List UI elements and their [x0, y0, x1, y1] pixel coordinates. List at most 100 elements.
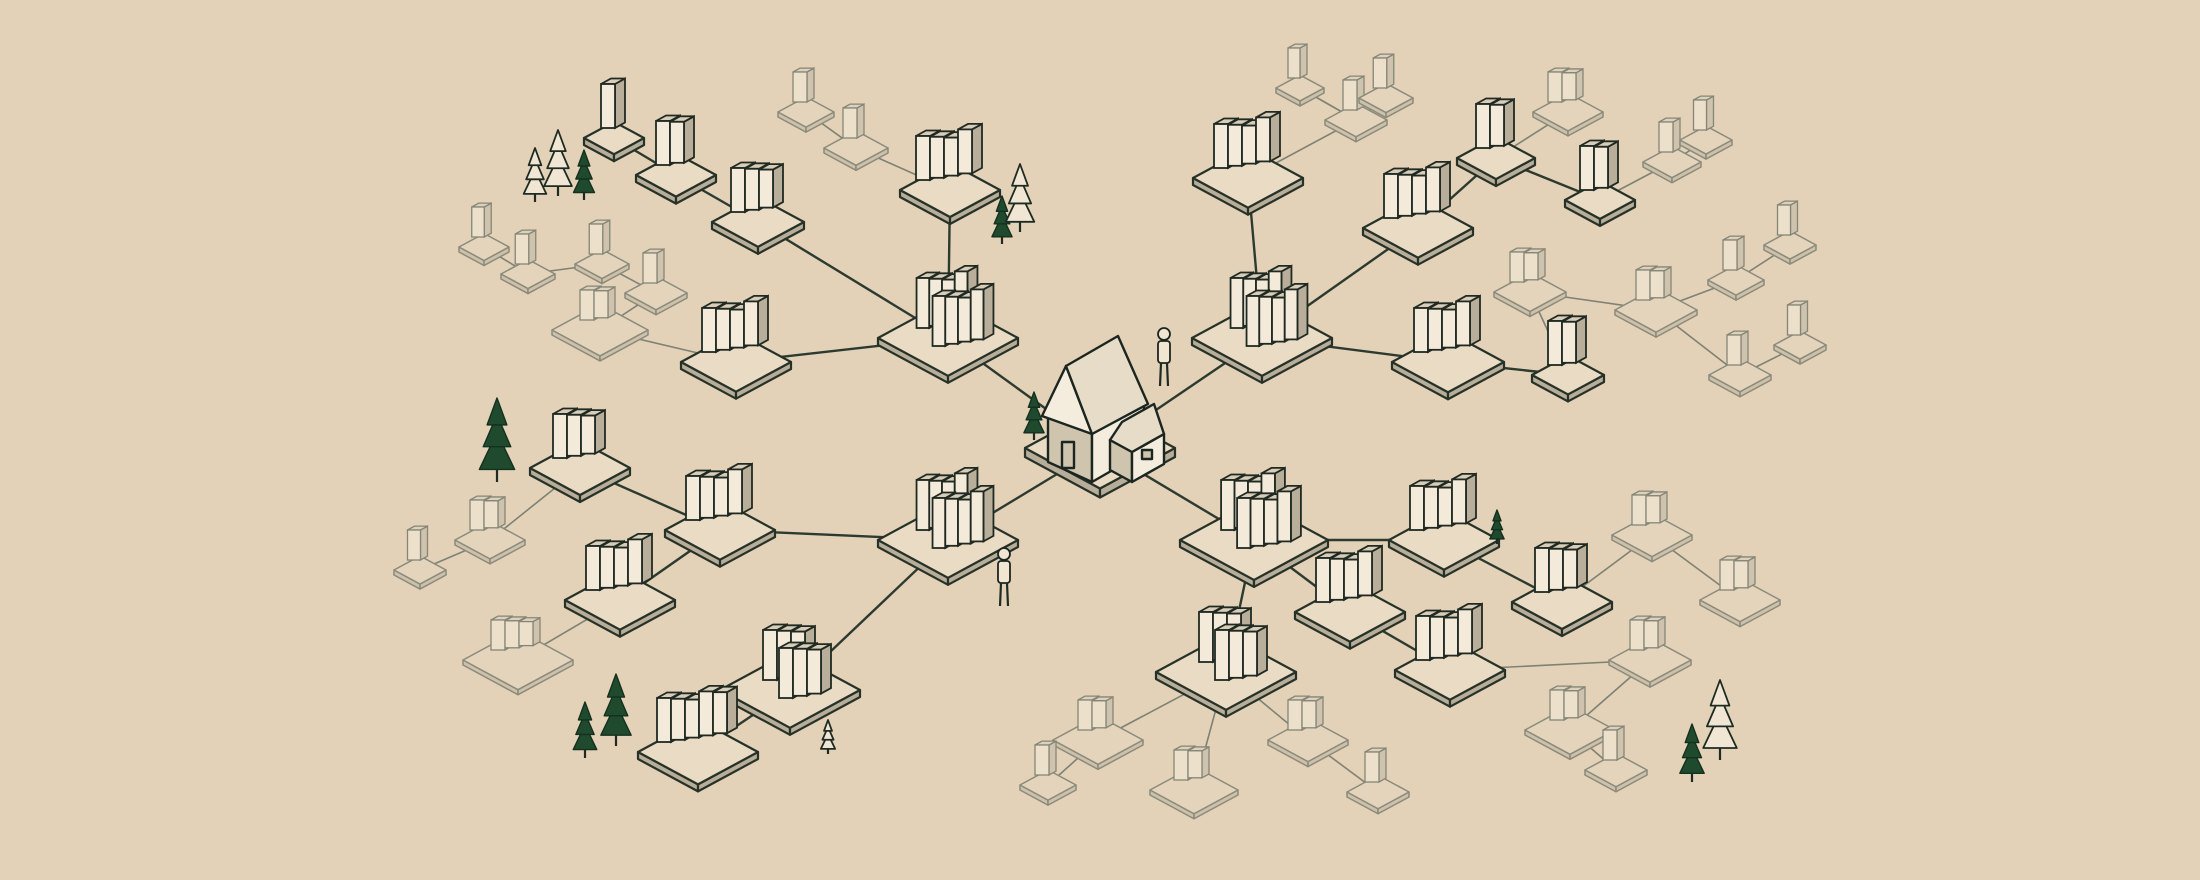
book	[842, 103, 865, 140]
book-front	[957, 128, 973, 175]
book-side	[641, 532, 653, 585]
book-front	[944, 295, 959, 345]
tree-tier	[575, 712, 595, 736]
book-side	[683, 114, 695, 165]
book-front	[1077, 699, 1093, 731]
book-front	[1287, 47, 1301, 79]
pine-tree-icon	[1023, 391, 1045, 440]
person-body	[997, 560, 1011, 584]
book	[1563, 685, 1586, 719]
book-front	[1547, 320, 1563, 366]
tree-tier	[1007, 176, 1033, 205]
book-side	[1503, 97, 1515, 148]
book-front	[729, 308, 745, 349]
book-front	[406, 529, 422, 561]
book-side	[656, 248, 665, 285]
pine-trees	[478, 129, 1738, 782]
book-front	[585, 545, 601, 591]
book	[588, 219, 611, 256]
tree-tier	[1023, 410, 1045, 434]
book-side	[1657, 615, 1666, 649]
book	[1242, 624, 1268, 678]
book-front	[1635, 269, 1651, 301]
book	[758, 162, 784, 210]
book-front	[698, 690, 714, 737]
book-front	[469, 499, 485, 531]
pine-tree-icon	[1004, 163, 1036, 232]
book-front	[566, 413, 582, 457]
tile-ur4	[1191, 110, 1305, 216]
book	[600, 76, 626, 130]
book-front	[806, 648, 822, 695]
tree-tier	[1684, 723, 1700, 744]
tile-lr5	[1154, 604, 1298, 718]
book-front	[1455, 300, 1471, 347]
book-front	[1227, 123, 1243, 167]
tree-tier	[572, 169, 596, 194]
tile-ul9	[551, 285, 649, 362]
book-front	[1593, 145, 1609, 189]
book-side	[1616, 725, 1625, 762]
book-front	[1397, 173, 1413, 217]
tile-top	[1149, 765, 1239, 815]
book-front	[1413, 307, 1429, 353]
tile-ur18	[1708, 330, 1772, 398]
book-side	[1371, 544, 1383, 597]
tile-top	[1642, 145, 1702, 179]
book-front	[483, 500, 499, 529]
tree-tier	[995, 195, 1009, 213]
book	[1562, 542, 1588, 590]
book-front	[1561, 320, 1577, 364]
book-front	[730, 167, 746, 213]
book-side	[1705, 95, 1715, 132]
book-front	[1236, 497, 1252, 549]
tree-tier	[600, 702, 632, 736]
book-front	[944, 497, 959, 547]
book	[1733, 555, 1756, 589]
tree-tier	[821, 725, 835, 741]
book-side	[982, 484, 995, 543]
book-front	[758, 168, 774, 209]
book-front	[1283, 288, 1299, 341]
book	[727, 462, 753, 515]
book	[1602, 725, 1625, 762]
book-side	[856, 103, 865, 140]
book	[957, 122, 983, 175]
book-front	[929, 135, 945, 179]
book-side	[594, 408, 606, 456]
tile-top	[1708, 357, 1772, 393]
book-stack-tiles	[393, 43, 1827, 820]
book-front	[969, 490, 985, 543]
tile-ul6	[898, 122, 1002, 226]
tile-top	[1275, 74, 1325, 102]
tile-ul1	[876, 264, 1020, 384]
tile-ul7	[823, 103, 889, 172]
book-front	[1409, 485, 1425, 531]
tree-tier	[1492, 509, 1502, 522]
book-front	[1258, 295, 1273, 345]
tree-tier	[486, 397, 508, 426]
tile-ur16	[1707, 235, 1765, 301]
book-front	[744, 167, 760, 211]
tile-top	[582, 120, 646, 156]
tile-top	[1763, 230, 1817, 260]
tile-top	[1358, 82, 1414, 114]
book-front	[1415, 615, 1431, 661]
book	[1649, 265, 1672, 299]
tile-top	[1346, 774, 1410, 810]
tile-ul13	[458, 202, 510, 267]
book-front	[1091, 700, 1107, 729]
book	[792, 67, 815, 104]
tile-lr14	[1149, 745, 1239, 820]
tree-tier	[546, 142, 570, 170]
tile-ur1	[1190, 264, 1334, 384]
tree-tier	[1490, 516, 1504, 531]
book-front	[1276, 490, 1292, 543]
book	[627, 532, 653, 585]
book-front	[701, 307, 717, 353]
person-leg	[1165, 362, 1170, 387]
tile-top	[574, 248, 630, 280]
book-front	[778, 647, 794, 699]
tree-tier	[1489, 523, 1505, 540]
book-front	[600, 83, 616, 129]
